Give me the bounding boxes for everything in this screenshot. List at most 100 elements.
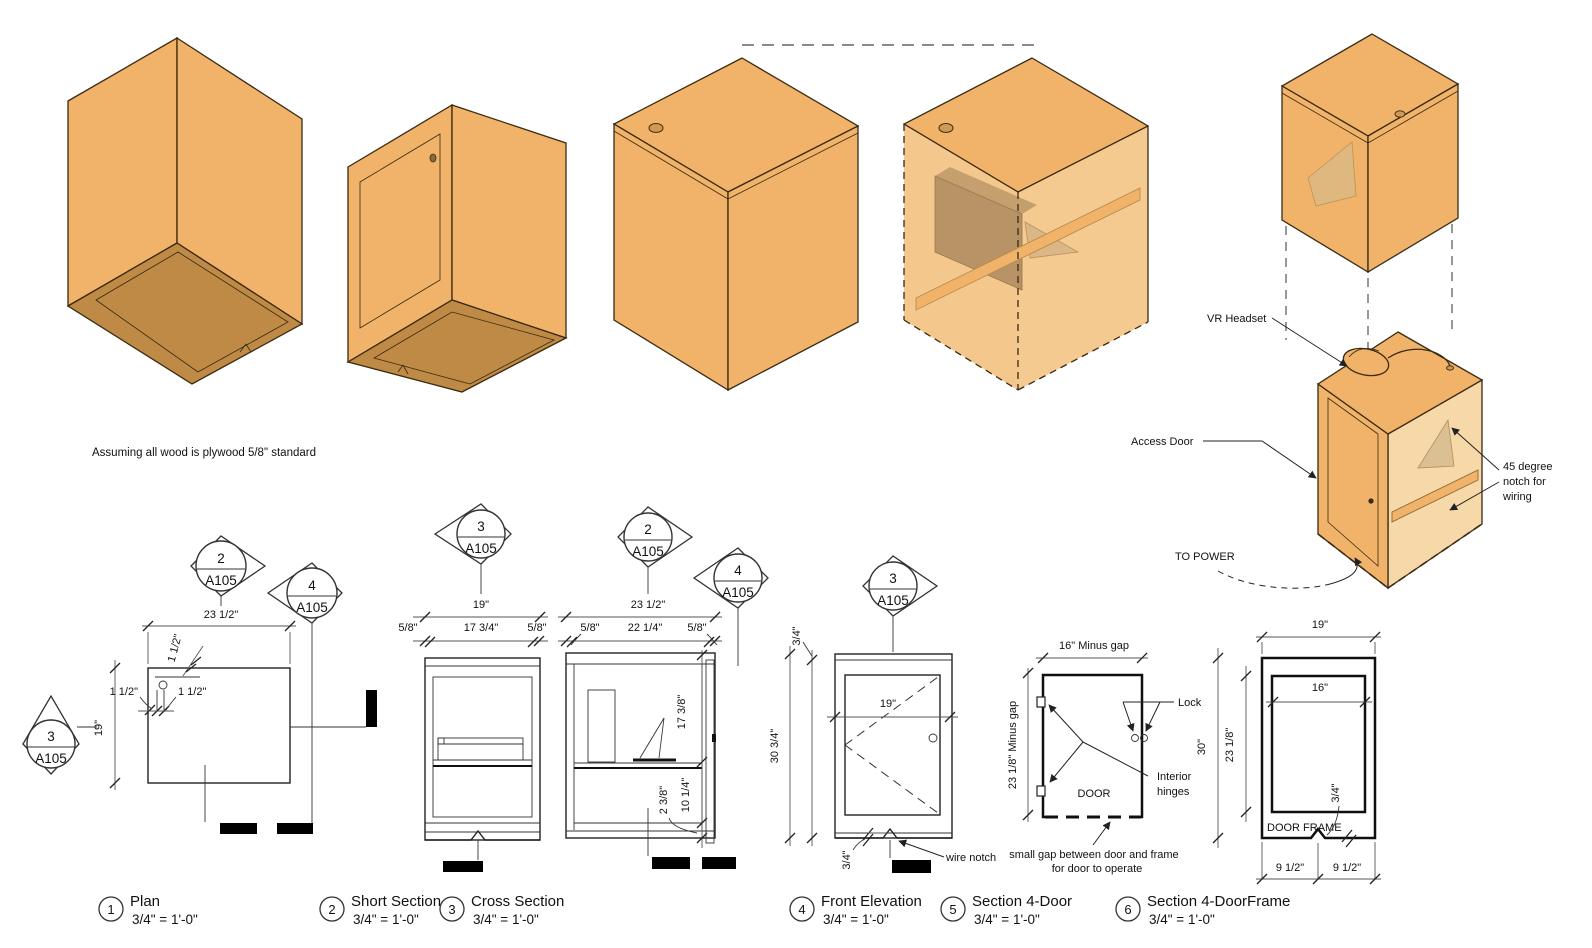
box2-door-panel xyxy=(359,133,441,329)
box4-interior-right xyxy=(1018,126,1148,390)
frame-dim-width: 19" xyxy=(1312,619,1328,631)
title-scale: 3/4" = 1'-0" xyxy=(353,912,419,927)
box6-dashed-bottom xyxy=(1317,533,1389,589)
title-text: Short Section xyxy=(351,893,441,910)
frame-dim-inner-height: 23 1/8" xyxy=(1224,728,1236,763)
title-front-elevation: 4 Front Elevation 3/4" = 1'-0" xyxy=(789,893,922,927)
door-swing-dash xyxy=(844,676,939,746)
box4-shelf xyxy=(915,187,1141,311)
drawing-section-door: 16" Minus gap 23 1/8" Minus gap Lock Int… xyxy=(1007,640,1202,875)
sheet-note: Assuming all wood is plywood 5/8" standa… xyxy=(92,447,316,459)
box1-bottom-opening xyxy=(66,242,304,385)
section-cut-bar xyxy=(652,857,690,869)
box2-right-face xyxy=(451,104,567,339)
title-scale: 3/4" = 1'-0" xyxy=(974,912,1040,927)
title-number: 3 xyxy=(448,902,455,917)
plan-cabinet-outline xyxy=(147,667,291,784)
gap-leader xyxy=(1092,821,1111,846)
short-dim-mid: 17 3/4" xyxy=(464,622,499,634)
marker-sheet: A105 xyxy=(632,544,664,559)
stand-leg xyxy=(639,717,665,759)
vr-headset-cable xyxy=(1387,348,1451,367)
door-in-section xyxy=(705,659,715,844)
box4-wire-hole xyxy=(938,123,954,133)
box6-door-panel xyxy=(1327,397,1379,567)
marker-circle xyxy=(623,512,673,562)
section-marker-plan-left: 3 A105 xyxy=(22,694,97,775)
box4-ghost-left-face xyxy=(904,124,1018,390)
vr-headset-strap xyxy=(1348,348,1380,358)
short-section-outline xyxy=(424,657,541,841)
front-dim-top: 3/4" xyxy=(791,626,803,645)
marker-circle xyxy=(286,567,338,619)
title-text: Section 4-Door xyxy=(972,893,1072,910)
box6-headset-stand xyxy=(1417,418,1455,469)
title-number: 1 xyxy=(107,902,114,917)
stored-item xyxy=(437,737,524,761)
title-scale: 3/4" = 1'-0" xyxy=(823,912,889,927)
marker-number: 3 xyxy=(47,729,55,744)
frame-dim-height: 30" xyxy=(1196,739,1208,755)
stored-panel xyxy=(587,689,616,763)
wire-notch-bottom xyxy=(835,827,952,839)
box2-bottom-opening xyxy=(346,299,568,393)
cross-dim-right: 5/8" xyxy=(687,622,706,634)
front-door xyxy=(844,674,941,816)
title-cross-section: 3 Cross Section 3/4" = 1'-0" xyxy=(439,893,564,927)
title-number-circle xyxy=(439,896,465,922)
lock-label: Lock xyxy=(1178,697,1202,709)
box4-ghost-right-face xyxy=(1018,126,1148,390)
cross-dim-left: 5/8" xyxy=(580,622,599,634)
box5-cap-line xyxy=(1281,92,1369,144)
door-note-1: small gap between door and frame xyxy=(1009,849,1178,861)
hinge-leader xyxy=(1048,704,1084,743)
marker-sheet: A105 xyxy=(722,585,754,600)
wiring-notch-label-3: wiring xyxy=(1502,491,1532,503)
cross-section-outline xyxy=(565,652,716,839)
marker-sheet: A105 xyxy=(35,751,67,766)
hinge xyxy=(1036,696,1046,708)
drawing-cross-section: 23 1/2" 5/8" 22 1/4" 5/8" 17 3/8" 10 1/4… xyxy=(558,599,736,869)
door-label: DOOR xyxy=(1078,788,1111,800)
title-text: Section 4-DoorFrame xyxy=(1147,893,1290,910)
vr-headset-illustration xyxy=(1342,347,1390,377)
box2-interior-floor xyxy=(372,311,556,385)
door-note-2: for door to operate xyxy=(1052,863,1143,875)
iso-view-2-access-door xyxy=(346,103,568,393)
section-cut-bar xyxy=(366,690,377,727)
short-dim-total: 19" xyxy=(473,599,489,611)
marker-number: 3 xyxy=(889,571,897,586)
section-marker-cross-right: 4 A105 xyxy=(692,547,769,666)
frame-dim-bottom-right: 9 1/2" xyxy=(1333,862,1361,874)
title-scale: 3/4" = 1'-0" xyxy=(473,912,539,927)
door-knob-section xyxy=(712,734,716,742)
plan-pivot-circle xyxy=(158,680,168,690)
front-dim-bottom: 3/4" xyxy=(841,850,853,869)
wire-notch-leader xyxy=(898,839,945,858)
title-section-doorframe: 6 Section 4-DoorFrame 3/4" = 1'-0" xyxy=(1115,893,1290,927)
short-dim-left: 5/8" xyxy=(398,622,417,634)
section-cut-bar xyxy=(702,857,736,869)
front-elevation-outline xyxy=(834,653,953,839)
box6-dashed-bottom xyxy=(1387,523,1483,589)
frame-dim-notch: 3/4" xyxy=(1330,783,1342,802)
box5-right-face xyxy=(1367,82,1459,274)
hinge-leader xyxy=(1049,741,1084,783)
marker-number: 2 xyxy=(644,522,652,537)
access-door-leader xyxy=(1203,440,1317,479)
section-cut-bar xyxy=(220,823,257,834)
lock-circle xyxy=(1131,734,1139,742)
box3-right-face xyxy=(727,124,859,392)
section-marker-plan-top: 2 A105 xyxy=(190,535,267,606)
box4-dashed-edge xyxy=(903,319,1019,391)
section-cut-bar xyxy=(443,861,483,872)
wiring-notch-label-1: 45 degree xyxy=(1503,461,1553,473)
box6-shelf xyxy=(1391,469,1479,523)
cross-dim-total: 23 1/2" xyxy=(631,599,666,611)
title-section-door: 5 Section 4-Door 3/4" = 1'-0" xyxy=(940,893,1072,927)
title-text: Front Elevation xyxy=(821,893,922,910)
cross-dim-lower: 10 1/4" xyxy=(680,778,692,813)
section-marker-plan-right: 4 A105 xyxy=(266,562,343,823)
